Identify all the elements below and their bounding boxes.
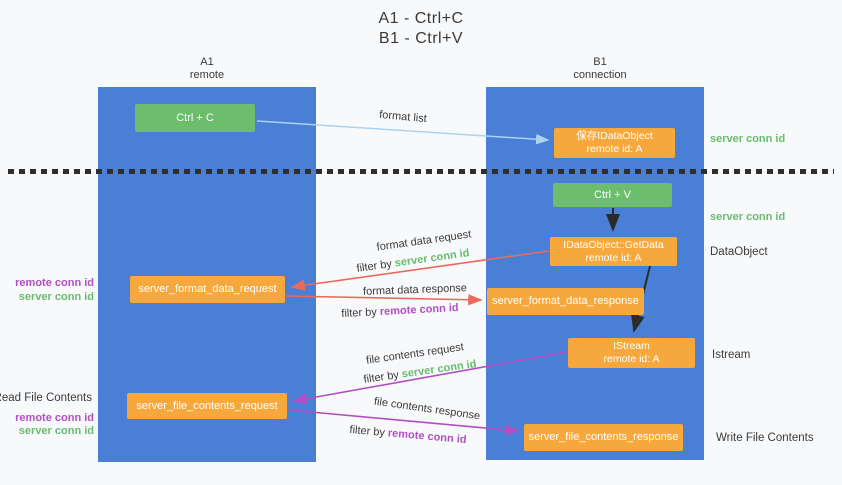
left-label-file-server-conn-id: server conn id [18,425,94,437]
node-idataobject-getdata: IDataObject::GetData remote id: A [550,237,677,266]
node-ctrl-v-label: Ctrl + V [594,189,631,201]
node-istream: IStream remote id: A [568,338,695,368]
right-label-server-conn-id-top: server conn id [710,133,786,145]
node-getdata-line2: remote id: A [585,251,642,264]
node-istream-line1: IStream [613,340,650,352]
dashed-divider [8,169,834,174]
edge-label-format-data-response: format data response [362,282,468,298]
remote-conn-id-text: remote conn id [387,427,467,447]
node-save-idataobject: 保存IDataObject remote id: A [554,128,675,158]
server-conn-id-text: server conn id [394,247,471,270]
right-label-server-conn-id-mid: server conn id [710,211,786,223]
remote-conn-id-text: remote conn id [379,301,459,319]
title-line-1: A1 - Ctrl+C [378,10,464,27]
node-file-request-label: server_file_contents_request [136,399,278,412]
node-server-file-contents-request: server_file_contents_request [127,393,287,419]
filter-by-text: filter by [355,258,393,275]
lane-b-subtitle: connection [573,69,627,81]
edge-label-file-contents-response: file contents response [373,395,481,423]
filter-by-text: filter by [362,369,400,386]
right-label-istream: Istream [712,349,751,361]
filter-by-text: filter by [349,423,386,439]
edge-label-filter-format-response: filter by remote conn id [341,302,459,320]
title-line-2: B1 - Ctrl+V [378,30,464,47]
right-label-write-file-contents: Write File Contents [716,432,814,444]
diagram-title: A1 - Ctrl+C B1 - Ctrl+V [0,9,842,49]
node-format-request-label: server_format_data_request [138,283,277,295]
right-label-dataobject: DataObject [710,246,768,258]
node-server-format-data-response: server_format_data_response [487,288,644,315]
node-ctrl-c: Ctrl + C [135,104,255,132]
left-label-read-file-contents: Read File Contents [0,392,92,404]
lane-a-subtitle: remote [189,69,225,81]
node-save-idataobject-line1: 保存IDataObject [576,130,653,142]
node-getdata-line1: IDataObject::GetData [563,238,664,251]
edge-label-filter-format-request: filter by server conn id [356,247,470,275]
filter-by-text: filter by [341,306,378,321]
node-format-response-label: server_format_data_response [492,295,639,307]
node-server-file-contents-response: server_file_contents_response [524,424,683,451]
left-label-format-server-conn-id: server conn id [18,291,94,303]
node-istream-line2: remote id: A [603,353,660,365]
node-server-format-data-request: server_format_data_request [130,276,285,303]
server-conn-id-text: server conn id [401,358,478,381]
edge-label-format-list: format list [378,108,428,126]
node-ctrl-v: Ctrl + V [553,183,672,207]
edge-label-filter-file-response: filter by remote conn id [349,424,467,446]
lane-b-name: B1 [593,56,607,68]
lane-b-header: B1 connection [540,56,660,82]
left-label-file-remote-conn-id: remote conn id [15,412,94,424]
node-file-response-label: server_file_contents_response [528,431,679,443]
left-label-format-remote-conn-id: remote conn id [15,277,94,289]
lane-a-header: A1 remote [147,56,267,82]
lane-a-name: A1 [200,56,214,68]
node-save-idataobject-line2: remote id: A [586,143,643,155]
node-ctrl-c-label: Ctrl + C [176,112,214,124]
